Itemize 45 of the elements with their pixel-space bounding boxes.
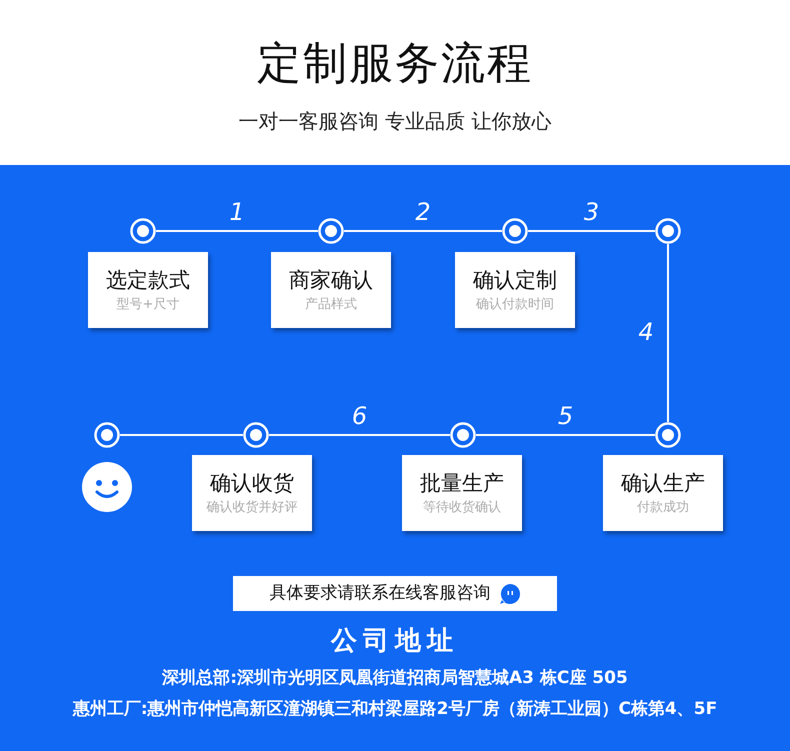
title: 定制服务流程 — [256, 37, 534, 91]
step-detail: 确认付款时间 — [476, 296, 554, 314]
step-dot — [318, 218, 344, 244]
step-detail: 付款成功 — [637, 499, 689, 517]
step-card — [455, 252, 575, 328]
connector-line — [120, 434, 243, 436]
step-dot — [655, 218, 681, 244]
step-card — [88, 252, 208, 328]
step-dot — [130, 218, 156, 244]
step-detail: 确认收货并好评 — [206, 499, 298, 517]
connector-line — [476, 434, 655, 436]
connector-line — [528, 230, 655, 232]
step-title: 确认收货 — [210, 470, 294, 497]
step-dot — [502, 218, 528, 244]
step-detail: 等待收货确认 — [423, 499, 501, 517]
subtitle: 一对一客服咨询 专业品质 让你放心 — [238, 108, 552, 135]
step-number: 1 — [228, 197, 246, 227]
step-card — [402, 455, 522, 531]
step-title: 商家确认 — [289, 267, 373, 294]
connector-line — [667, 244, 669, 422]
step-detail: 型号+尺寸 — [116, 296, 180, 314]
step-title: 确认定制 — [473, 267, 557, 294]
connector-line — [344, 230, 502, 232]
step-title: 批量生产 — [420, 470, 504, 497]
connector-line — [156, 230, 318, 232]
connector-line — [269, 434, 450, 436]
step-dot — [94, 422, 120, 448]
step-dot — [655, 422, 681, 448]
step-card — [271, 252, 391, 328]
step-card — [603, 455, 723, 531]
step-dot — [450, 422, 476, 448]
step-number: 4 — [637, 317, 655, 347]
step-title: 选定款式 — [106, 267, 190, 294]
step-number: 3 — [582, 197, 600, 227]
address-line: 惠州工厂:惠州市仲恺高新区潼湖镇三和村梁屋路2号厂房（新涛工业园）C栋第4、5F — [72, 698, 718, 721]
step-dot — [243, 422, 269, 448]
step-number: 2 — [414, 197, 432, 227]
step-title: 确认生产 — [621, 470, 705, 497]
step-number: 5 — [556, 401, 574, 431]
step-detail: 产品样式 — [305, 296, 357, 314]
section-heading: 公司地址 — [330, 625, 460, 658]
address-line: 深圳总部:深圳市光明区凤凰街道招商局智慧城A3 栋C座 505 — [161, 667, 629, 690]
step-card — [192, 455, 312, 531]
step-number: 6 — [350, 401, 368, 431]
contact-text: 具体要求请联系在线客服咨询 — [270, 582, 490, 605]
